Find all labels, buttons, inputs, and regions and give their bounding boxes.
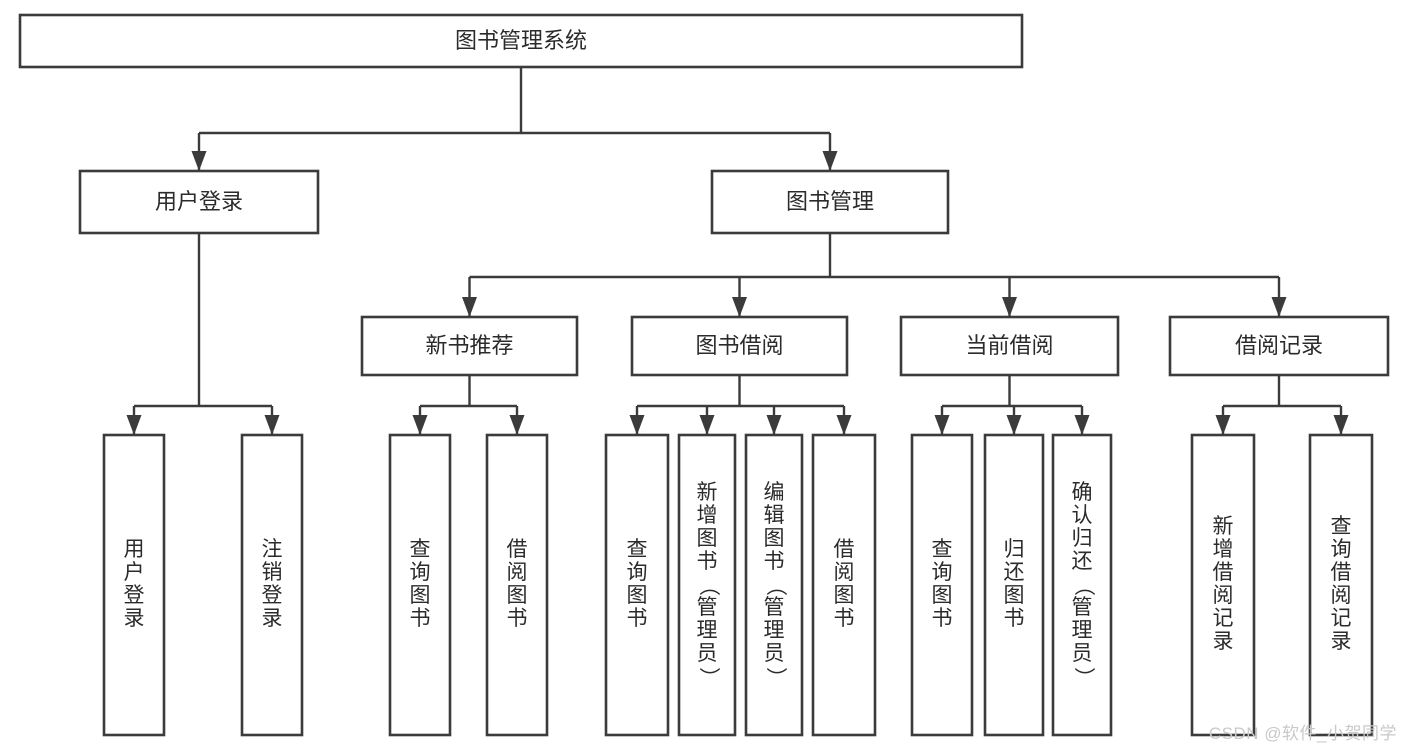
node-box[interactable]	[604, 433, 670, 737]
arrow-head-icon	[1215, 415, 1231, 435]
node-user-login[interactable]: 用户登录	[78, 169, 320, 235]
node-box[interactable]	[744, 433, 804, 737]
node-leaf-logout[interactable]	[240, 433, 304, 737]
node-box[interactable]	[983, 433, 1045, 737]
arrow-head-icon	[509, 415, 525, 435]
node-box[interactable]	[677, 433, 737, 737]
node-box[interactable]	[102, 433, 166, 737]
arrow-head-icon	[1333, 415, 1349, 435]
node-label: 当前借阅	[965, 333, 1053, 358]
node-new-book-rec[interactable]: 新书推荐	[360, 315, 579, 377]
node-label: 图书管理系统	[455, 28, 587, 53]
node-current-borrow[interactable]: 当前借阅	[899, 315, 1120, 377]
arrow-head-icon	[1002, 297, 1017, 317]
node-book-borrow[interactable]: 图书借阅	[630, 315, 849, 377]
arrow-head-icon	[126, 415, 142, 435]
node-leaf-borrow-book-2[interactable]	[811, 433, 877, 737]
arrow-head-icon	[934, 415, 950, 435]
node-box[interactable]	[910, 433, 974, 737]
node-label: 图书借阅	[695, 333, 783, 358]
node-box[interactable]	[1190, 433, 1256, 737]
arrow-head-icon	[629, 415, 645, 435]
node-box[interactable]	[360, 315, 579, 377]
node-leaf-add-record[interactable]	[1190, 433, 1256, 737]
node-box[interactable]	[18, 13, 1024, 69]
node-leaf-query-book-2[interactable]	[604, 433, 670, 737]
node-label: 新书推荐	[425, 333, 513, 358]
node-box[interactable]	[899, 315, 1120, 377]
node-box[interactable]	[710, 169, 950, 235]
node-borrow-record[interactable]: 借阅记录	[1168, 315, 1390, 377]
node-leaf-edit-book[interactable]	[744, 433, 804, 737]
arrow-head-icon	[191, 151, 207, 171]
arrow-head-icon	[822, 151, 838, 171]
node-box[interactable]	[1308, 433, 1374, 737]
node-box[interactable]	[388, 433, 452, 737]
node-box[interactable]	[1051, 433, 1113, 737]
arrow-head-icon	[1271, 297, 1287, 317]
node-leaf-query-book-3[interactable]	[910, 433, 974, 737]
node-root[interactable]: 图书管理系统	[18, 13, 1024, 69]
arrow-head-icon	[766, 415, 782, 435]
arrow-head-icon	[1006, 415, 1022, 435]
arrow-head-icon	[699, 415, 715, 435]
node-leaf-user-login[interactable]	[102, 433, 166, 737]
node-box[interactable]	[485, 433, 549, 737]
node-book-mgmt[interactable]: 图书管理	[710, 169, 950, 235]
node-leaf-return-book[interactable]	[983, 433, 1045, 737]
node-label: 借阅记录	[1235, 333, 1323, 358]
node-leaf-confirm-return[interactable]	[1051, 433, 1113, 737]
arrow-head-icon	[836, 415, 852, 435]
node-leaf-borrow-book-1[interactable]	[485, 433, 549, 737]
edges-layer	[126, 67, 1349, 435]
node-box[interactable]	[78, 169, 320, 235]
node-leaf-query-record[interactable]	[1308, 433, 1374, 737]
node-box[interactable]	[1168, 315, 1390, 377]
node-box[interactable]	[811, 433, 877, 737]
node-label: 用户登录	[155, 189, 243, 214]
node-leaf-query-book-1[interactable]	[388, 433, 452, 737]
arrow-head-icon	[462, 297, 477, 317]
node-box[interactable]	[630, 315, 849, 377]
node-leaf-add-book[interactable]	[677, 433, 737, 737]
arrow-head-icon	[264, 415, 280, 435]
arrow-head-icon	[732, 297, 747, 317]
arrow-head-icon	[412, 415, 428, 435]
node-box[interactable]	[240, 433, 304, 737]
node-label: 图书管理	[786, 189, 874, 214]
arrow-head-icon	[1074, 415, 1090, 435]
